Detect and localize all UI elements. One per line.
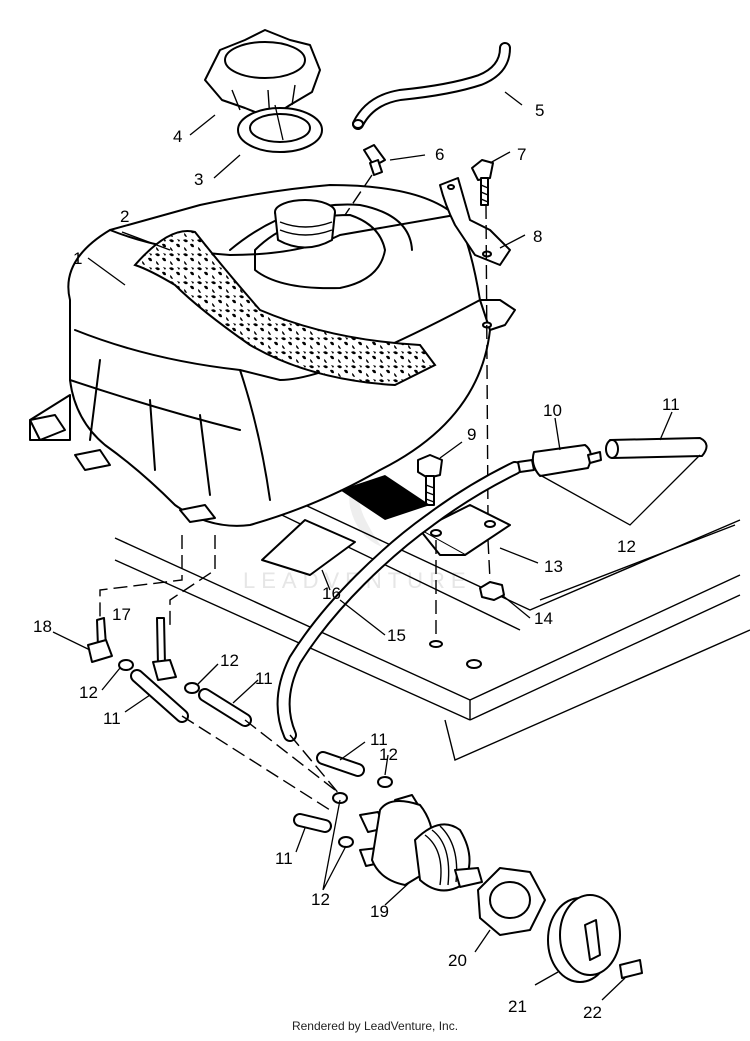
knob-screw bbox=[619, 959, 643, 979]
callout-22: 22 bbox=[583, 1003, 602, 1022]
hose-upper bbox=[605, 437, 708, 459]
elbow-fitting-17 bbox=[152, 617, 177, 681]
gas-cap bbox=[204, 29, 321, 121]
callout-12-mid: 12 bbox=[220, 651, 239, 670]
bolt-top bbox=[471, 159, 494, 206]
callout-12-right: 12 bbox=[379, 745, 398, 764]
callout-6: 6 bbox=[435, 145, 444, 164]
callout-7: 7 bbox=[517, 145, 526, 164]
callout-11-mid: 11 bbox=[255, 669, 273, 688]
petcock-nut bbox=[477, 867, 546, 936]
callout-12-left: 12 bbox=[79, 683, 98, 702]
fuel-filter bbox=[517, 444, 602, 477]
clamp-12f bbox=[338, 836, 354, 848]
callout-1: 1 bbox=[73, 249, 82, 268]
bolt-9 bbox=[417, 454, 443, 506]
callout-3: 3 bbox=[194, 170, 203, 189]
elbow-fitting-18 bbox=[87, 617, 113, 663]
callout-12-filter: 12 bbox=[617, 537, 636, 556]
tank-pad bbox=[133, 230, 437, 387]
callout-10: 10 bbox=[543, 401, 562, 420]
callout-20: 20 bbox=[448, 951, 467, 970]
callout-9: 9 bbox=[467, 425, 476, 444]
footer-credit: Rendered by LeadVenture, Inc. bbox=[291, 1019, 459, 1033]
vent-hose bbox=[352, 42, 511, 130]
mount-bracket bbox=[419, 504, 511, 556]
petcock-knob bbox=[547, 894, 621, 983]
frame-strap bbox=[340, 475, 430, 520]
leader-lines bbox=[52, 91, 673, 1001]
callout-11-bottom: 11 bbox=[275, 849, 293, 868]
vent-fitting bbox=[363, 144, 386, 176]
clamp-12a bbox=[118, 659, 134, 671]
cap-gasket bbox=[237, 107, 323, 153]
callout-16: 16 bbox=[322, 584, 341, 603]
callout-14: 14 bbox=[534, 609, 553, 628]
callout-18: 18 bbox=[33, 617, 52, 636]
callout-8: 8 bbox=[533, 227, 542, 246]
callout-12-bottom: 12 bbox=[311, 890, 330, 909]
clamp-12d bbox=[377, 776, 393, 788]
callout-17: 17 bbox=[112, 605, 131, 624]
fuel-line bbox=[276, 461, 522, 742]
callout-21: 21 bbox=[508, 997, 527, 1016]
callout-15: 15 bbox=[387, 626, 406, 645]
callout-2: 2 bbox=[120, 207, 129, 226]
callouts: 1 2 3 4 5 6 7 8 9 10 11 12 13 14 15 16 1… bbox=[33, 101, 680, 1022]
lock-nut bbox=[479, 581, 505, 601]
tank-pad-lower bbox=[261, 519, 356, 576]
callout-11-filter-hose: 11 bbox=[662, 395, 680, 414]
clamp-12b bbox=[184, 682, 200, 694]
filler-neck bbox=[274, 199, 336, 249]
callout-4: 4 bbox=[173, 127, 182, 146]
callout-13: 13 bbox=[544, 557, 563, 576]
callout-11-right: 11 bbox=[370, 730, 388, 749]
fuel-petcock bbox=[359, 794, 483, 892]
callout-19: 19 bbox=[370, 902, 389, 921]
callout-11-left: 11 bbox=[103, 709, 121, 728]
callout-5: 5 bbox=[535, 101, 544, 120]
